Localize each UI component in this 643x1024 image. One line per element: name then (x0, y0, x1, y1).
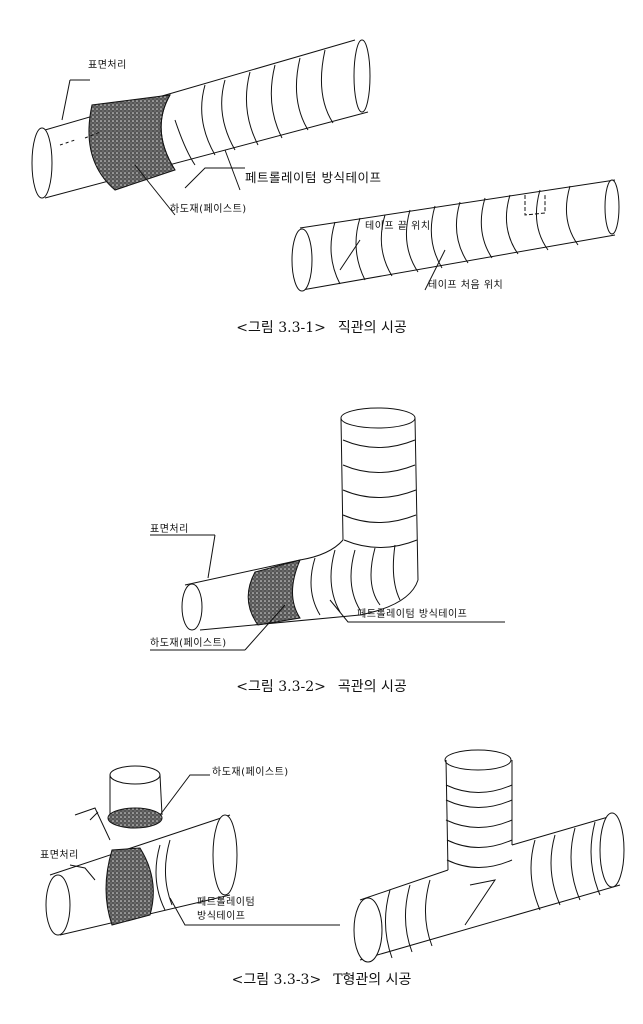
figure-caption-3: <그림 3.3-3> T형관의 시공 (0, 969, 643, 989)
caption-title: 직관의 시공 (337, 320, 407, 336)
caption-title: T형관의 시공 (333, 972, 412, 988)
label-primer-paste: 하도재(페이스트) (150, 638, 227, 649)
label-petrolatum-tape: 페트롤레이텀 방식테이프 (357, 609, 468, 620)
caption-title: 곡관의 시공 (337, 679, 407, 695)
caption-number: <그림 3.3-1> (236, 320, 326, 336)
caption-number: <그림 3.3-3> (231, 972, 322, 988)
tee-pipe-primer-diagram (45, 765, 238, 936)
label-petrolatum-line1: 페트롤레이텀 (197, 897, 256, 908)
label-primer-paste: 하도재(페이스트) (212, 767, 289, 778)
label-petrolatum-line2: 방식테이프 (197, 911, 246, 922)
elbow-pipe-diagram (181, 407, 419, 631)
label-surface-treatment: 표면처리 (40, 850, 79, 861)
label-primer-paste: 하도재(페이스트) (170, 204, 247, 215)
tee-pipe-taped-diagram (353, 749, 625, 963)
straight-pipe-primer-diagram (31, 39, 371, 199)
label-tape-start-position: 테이프 처음 위치 (428, 280, 504, 291)
figure-caption-1: <그림 3.3-1> 직관의 시공 (0, 317, 643, 337)
label-petrolatum-tape: 페트롤레이텀 방식테이프 (245, 170, 382, 185)
straight-pipe-tape-diagram (291, 179, 620, 292)
label-surface-treatment: 표면처리 (150, 524, 189, 535)
label-tape-end-position: 테이프 끝 위치 (365, 221, 431, 232)
label-surface-treatment: 표면처리 (88, 60, 127, 71)
figure-caption-2: <그림 3.3-2> 곡관의 시공 (0, 676, 643, 696)
caption-number: <그림 3.3-2> (236, 679, 326, 695)
